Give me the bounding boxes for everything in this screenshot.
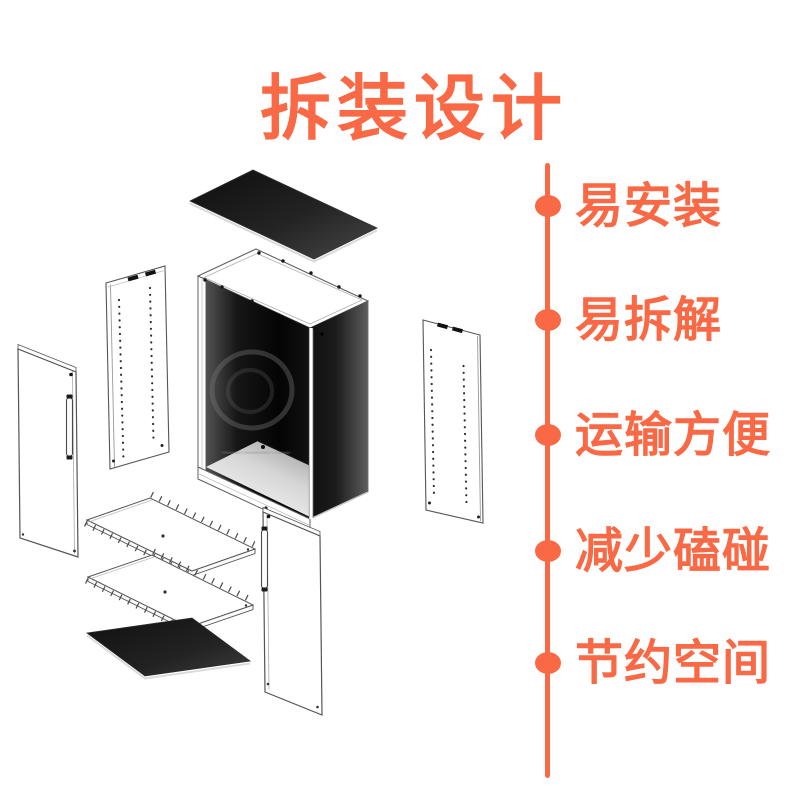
bottom-panel xyxy=(85,617,252,680)
bullet-dot-icon xyxy=(535,424,561,446)
screw-dots xyxy=(203,251,362,336)
feature-label: 易安装 xyxy=(575,178,723,234)
feature-item: 减少磕碰 xyxy=(535,527,771,575)
watermark xyxy=(209,349,295,456)
top-panel xyxy=(189,169,378,263)
door-right xyxy=(260,506,323,716)
cabinet-side-face xyxy=(310,301,368,519)
feature-item: 运输方便 xyxy=(535,411,771,459)
page-title: 拆装设计 xyxy=(259,66,568,150)
bullet-dot-icon xyxy=(535,195,561,217)
feature-label: 减少磕碰 xyxy=(575,523,772,579)
door-handle xyxy=(260,529,269,589)
shelf-hooks xyxy=(150,491,258,549)
hole-row xyxy=(117,298,125,462)
bullet-dot-icon xyxy=(535,540,561,562)
cabinet-body xyxy=(196,248,370,532)
shelf-upper xyxy=(83,491,258,578)
cabinet-floor xyxy=(206,441,310,517)
clip-mark xyxy=(436,322,449,330)
back-panel-left xyxy=(105,265,170,470)
feature-label: 易拆解 xyxy=(575,292,723,348)
bullet-dot-icon xyxy=(535,652,561,674)
feature-item: 易拆解 xyxy=(535,296,722,344)
timeline-line xyxy=(545,163,550,778)
shelf-hooks xyxy=(83,520,192,578)
clip-mark xyxy=(127,274,139,282)
feature-label: 节约空间 xyxy=(575,635,772,691)
back-panel-right xyxy=(422,319,484,524)
feature-item: 节约空间 xyxy=(535,639,771,687)
feature-item: 易安装 xyxy=(535,182,722,230)
door-left xyxy=(17,343,79,558)
bullet-dot-icon xyxy=(535,309,561,331)
clip-mark xyxy=(144,269,157,277)
feature-label: 运输方便 xyxy=(575,407,772,463)
clip-mark xyxy=(451,326,464,334)
door-handle xyxy=(65,397,74,457)
hole-row xyxy=(429,348,436,498)
hole-row xyxy=(462,364,468,507)
